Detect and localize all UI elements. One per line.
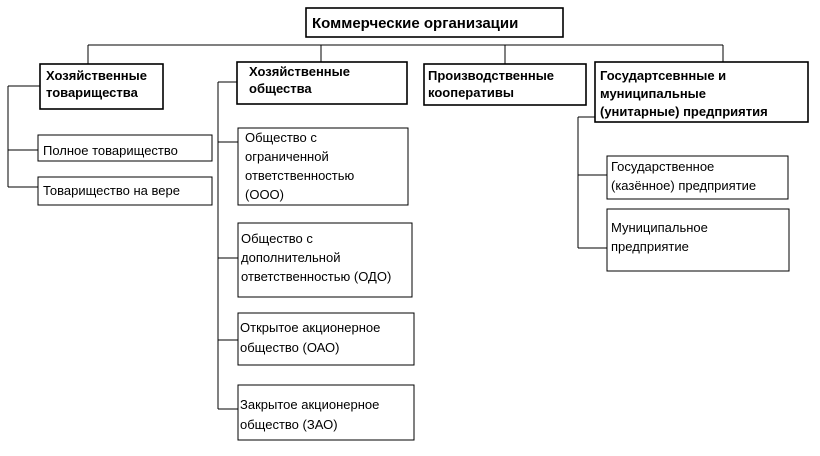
category-node-1-label-line: товарищества <box>46 85 139 100</box>
leaf-node-2-2-label-line: дополнительной <box>241 250 340 265</box>
category-node-4-label-line: муниципальные <box>600 86 706 101</box>
leaf-node-2-3: Открытое акционерное общество (ОАО) <box>237 312 415 366</box>
leaf-node-2-3-box <box>237 312 415 366</box>
leaf-node-4-2-box <box>606 208 790 272</box>
leaf-node-1-1-box <box>37 134 213 162</box>
category-node-4-label-line: Государтсевнные и <box>600 68 726 83</box>
root-label: Коммерческие организации <box>312 15 518 32</box>
category-node-1-label-line: Хозяйственные <box>46 68 147 83</box>
leaf-node-4-1-box <box>606 155 789 200</box>
leaf-node-2-1: Общество с ограниченной ответственностью (О… <box>237 127 409 206</box>
category-node-4: Государтсевнные и муниципальные (унитарные… <box>594 61 809 123</box>
leaf-node-2-2-label-line: Общество с <box>241 231 313 246</box>
leaf-node-4-2-label-line: предприятие <box>611 239 689 254</box>
category-node-3-label-line: кооперативы <box>428 85 514 100</box>
leaf-node-2-4-box <box>237 384 415 441</box>
leaf-node-2-1-label-line: Общество с <box>245 130 317 145</box>
leaf-node-2-1-label-line: ограниченной <box>245 149 329 164</box>
category-node-1: Хозяйственные товарищества <box>39 63 164 110</box>
leaf-node-2-4-label-line: общество (ЗАО) <box>240 417 338 432</box>
leaf-node-4-1: Государственное (казённое) предприятие <box>606 155 789 200</box>
category-node-1-box <box>39 63 164 110</box>
leaf-node-2-3-label-line: общество (ОАО) <box>240 340 340 355</box>
category-node-2-label-line: общества <box>249 81 312 96</box>
category-node-2-label-line: Хозяйственные <box>249 64 350 79</box>
category-node-2-box <box>236 61 408 105</box>
category-node-3: Производственные кооперативы <box>423 63 587 106</box>
category-node-3-box <box>423 63 587 106</box>
leaf-node-2-1-label-line: (ООО) <box>245 187 284 202</box>
leaf-node-4-2-label-line: Муниципальное <box>611 220 708 235</box>
leaf-node-2-2-box <box>237 222 413 298</box>
leaf-node-2-3-label-line: Открытое акционерное <box>240 320 380 335</box>
leaf-node-1-2-box <box>37 176 213 206</box>
leaf-node-1-2-label-line: Товарищество на вере <box>43 183 180 198</box>
category-node-4-label-line: (унитарные) предприятия <box>600 104 768 119</box>
leaf-node-4-1-label-line: Государственное <box>611 159 714 174</box>
root-node: Коммерческие организации <box>305 7 564 38</box>
category-node-4-box <box>594 61 809 123</box>
leaf-node-2-2: Общество с дополнительной ответственностью… <box>237 222 413 298</box>
leaf-node-2-4-label-line: Закрытое акционерное <box>240 397 379 412</box>
connector-lines <box>7 44 724 410</box>
root-node-box <box>305 7 564 38</box>
category-node-3-label-line: Производственные <box>428 68 554 83</box>
leaf-node-1-2: Товарищество на вере <box>37 176 213 206</box>
leaf-node-4-2: Муниципальное предприятие <box>606 208 790 272</box>
leaf-node-2-1-label-line: ответственностью <box>245 168 355 183</box>
leaf-node-1-1-label-line: Полное товарищество <box>43 143 178 158</box>
category-node-2: Хозяйственные общества <box>236 61 408 105</box>
leaf-node-4-1-label-line: (казённое) предприятие <box>611 178 756 193</box>
leaf-node-2-1-box <box>237 127 409 206</box>
leaf-node-2-4: Закрытое акционерное общество (ЗАО) <box>237 384 415 441</box>
leaf-node-2-2-label-line: ответственностью (ОДО) <box>241 269 391 284</box>
leaf-node-1-1: Полное товарищество <box>37 134 213 162</box>
